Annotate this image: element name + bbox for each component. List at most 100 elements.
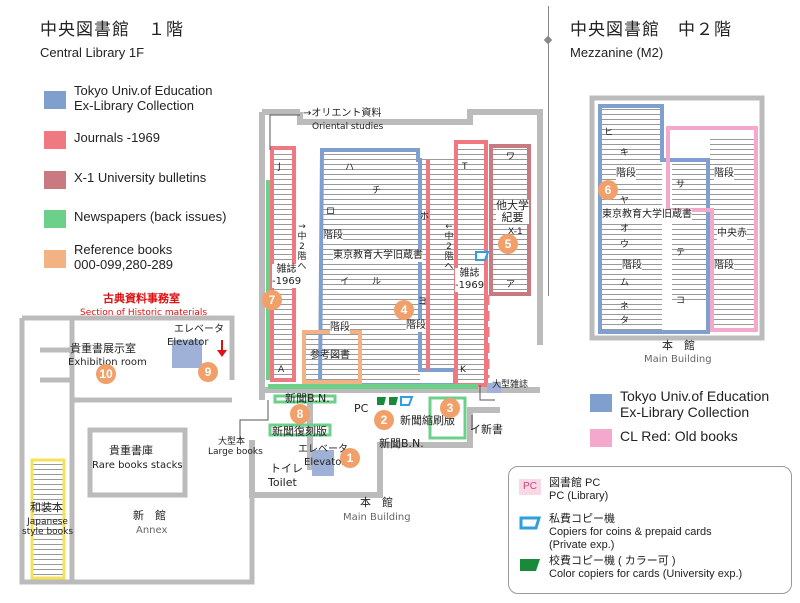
newspaper-reprint-label: 新聞復刻版 [272,425,327,438]
floor-divider [548,6,549,296]
rare-stacks-label-en: Rare books stacks [92,460,183,471]
marker-3[interactable]: 3 [440,398,460,418]
large-journals-label: 大型雑誌 [492,380,529,390]
shelf-letter: ウ [620,240,630,250]
annex-label-jp: 新 館 [133,509,166,522]
key-item-private-copier: 私費コピー機 Copiers for coins & prepaid cards… [519,513,712,552]
shelf-letter: T [462,162,468,172]
shelf-letter: サ [676,180,686,190]
marker-5[interactable]: 5 [498,234,518,254]
marker-1[interactable]: 1 [340,448,360,468]
key-label-jp: 図書館 PC [549,477,601,489]
japanese-books-label-en: Japanese style books [22,517,74,537]
legend-item-ex-library-m2: Tokyo Univ.of Education Ex-Library Colle… [590,388,769,420]
copier-private-icon [519,516,541,530]
main-building-label-jp: 本 館 [360,496,393,509]
pc-label: PC [354,402,369,415]
shelf-block [455,145,485,385]
key-label-en: Copiers for coins & prepaid cards (Priva… [549,526,712,551]
shelf-letter: ア [506,280,516,290]
pc-icon: PC [519,479,541,495]
elevator-main-label-en: Elevator [304,457,346,468]
m2-main-building-label-jp: 本 館 [662,339,695,352]
shelf-letter: A [278,365,285,375]
shelf-letter: ヒ [604,128,614,138]
shelf-letter: ル [372,277,382,287]
shelf-letter: K [460,365,466,375]
marker-4[interactable]: 4 [394,300,414,320]
stairs-label: 階段 [714,260,734,272]
stairs-label: 階段 [616,168,636,180]
main-building-label-en: Main Building [343,512,411,523]
toilet-label-en: Toilet [268,476,297,489]
stairs-label: 階段 [622,260,642,272]
marker-7[interactable]: 7 [262,290,282,310]
rare-stacks-label-jp: 貴重書庫 [109,444,153,457]
copier-private-icon [400,396,414,406]
marker-6[interactable]: 6 [598,180,618,200]
marker-10[interactable]: 10 [96,364,116,384]
legend-label: X-1 University bulletins [74,170,207,185]
exhibition-label-jp: 貴重書展示室 [70,342,136,355]
shelf-letter: チ [372,186,382,196]
swatch-blue [44,91,66,109]
stairs-label: 階段 [406,320,426,332]
ex-library-label: 東京教育大学旧蔵書 [333,250,423,262]
marker-2[interactable]: 2 [374,410,394,430]
m2-main-building-label-en: Main Building [644,354,712,365]
legend-item-newspapers: Newspapers (back issues) [44,209,226,228]
shelf-letter: キ [620,148,630,158]
ex-library-label-m2: 東京教育大学旧蔵書 [602,209,692,221]
legend-item-reference: Reference books 000-099,280-289 [44,242,173,272]
legend-label: Journals -1969 [74,130,160,145]
legend-label: Tokyo Univ.of Education Ex-Library Colle… [620,388,770,420]
elevator-annex-label-en: Elevator [167,337,209,348]
legend-label: CL Red: Old books [620,428,738,444]
large-books-label-jp: 大型本 [218,437,246,447]
legend-item-ex-library: Tokyo Univ.of Education Ex-Library Colle… [44,83,213,113]
legend-item-old-books: CL Red: Old books [590,428,738,447]
shelf-block [672,160,708,300]
shelf-letter: オ [620,224,630,234]
bulletins-zone [489,144,531,296]
swatch-blue [590,394,612,412]
shelf-letter: ヤ [620,196,630,206]
newspaper-bn-label: 新聞B.N. [285,392,330,405]
shelf-letter: ネ [620,302,630,312]
legend-item-journals: Journals -1969 [44,130,160,149]
oriental-label-jp: →オリエント資料 [303,108,382,119]
marker-9[interactable]: 9 [198,362,218,382]
marker-8[interactable]: 8 [290,404,310,424]
exhibition-label-en: Exhibition room [68,357,147,368]
toilet-label-jp: トイレ [270,462,303,475]
journals-right-label: 雑誌 -1969 [455,268,485,292]
elevator-annex-label-jp: エレベータ [174,324,224,335]
floor2-title-jp: 中央図書館 中２階 [570,20,732,40]
equipment-key: PC 図書館 PC PC (Library) 私費コピー機 Copiers fo… [508,466,792,594]
shelf-letter: ハ [345,163,355,173]
copier-university-icon [377,397,386,405]
floor1-title-en: Central Library 1F [40,45,145,60]
to-m2-left-label: →中2階へ [297,222,307,272]
legend-label: Reference books 000-099,280-289 [74,242,174,272]
shelf-letter: ホ [420,212,430,222]
annex-label-en: Annex [136,525,168,536]
shelf-letter: ワ [506,152,516,162]
shelf-letter: イ [340,277,350,287]
newspaper-reduced-label: 新聞縮刷版 [400,414,455,427]
key-label-en: PC (Library) [549,490,609,502]
japanese-books-zone [30,458,66,580]
annex-walls [19,315,255,585]
stairs-label: 階段 [330,322,350,334]
legend-label: Newspapers (back issues) [74,209,227,224]
swatch-orange [44,250,66,268]
key-label-en: Color copiers for cards (University exp.… [549,568,743,580]
journals-left-label: 雑誌 -1969 [272,264,302,288]
floor2-title-en: Mezzanine (M2) [570,45,664,60]
stairs-label: 階段 [714,168,734,180]
swatch-red [44,131,66,149]
historic-room-label-en: Section of Historic materials [80,308,208,318]
key-item-university-copier: 校費コピー機 ( カラー可 ) Color copiers for cards … [519,555,742,581]
swatch-green [44,210,66,228]
